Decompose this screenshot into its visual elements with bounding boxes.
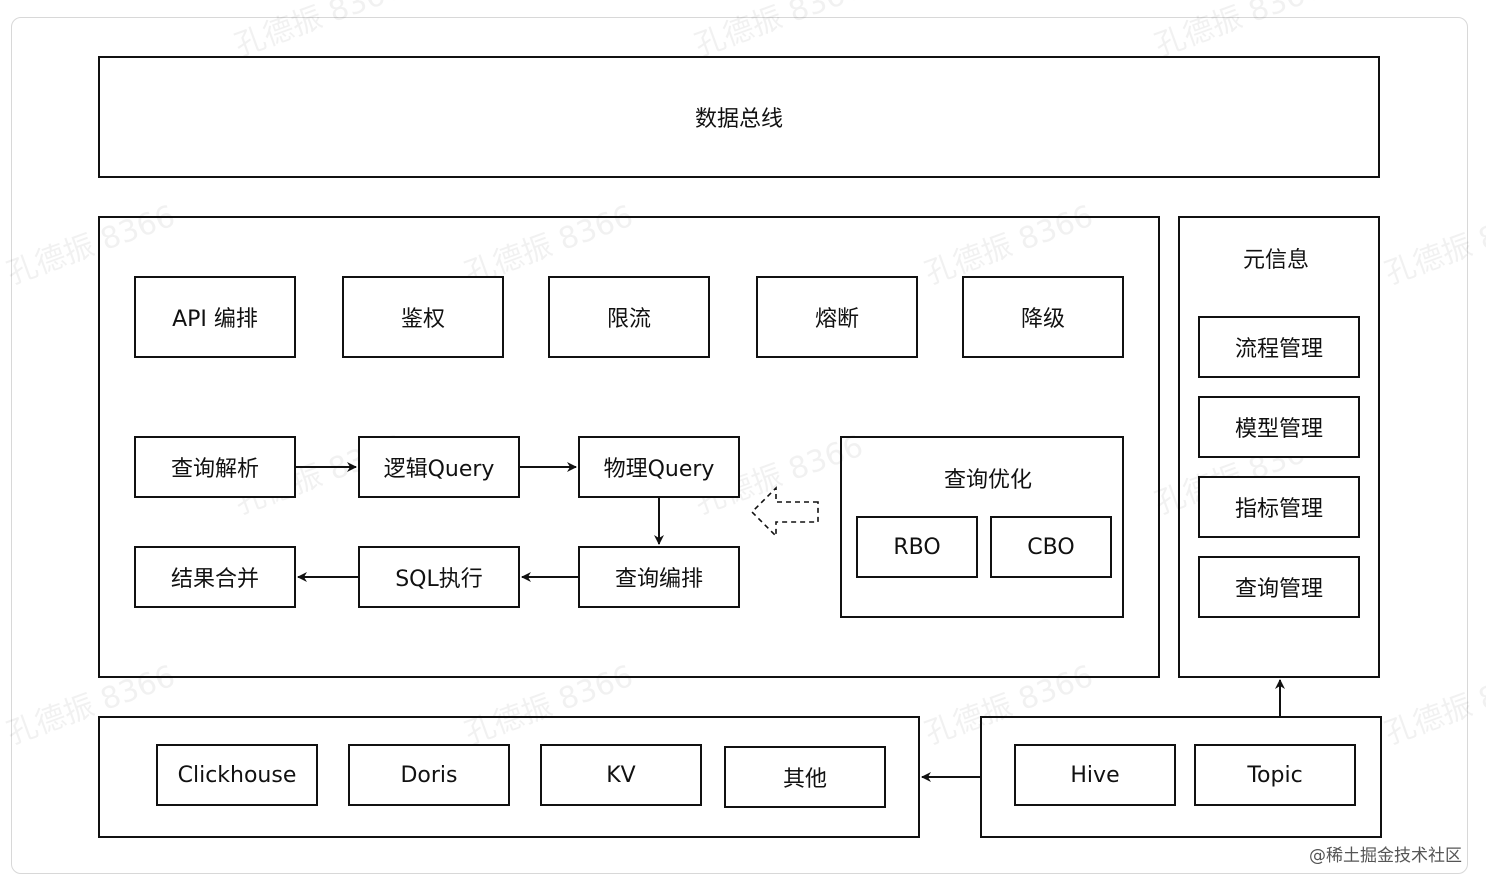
service-label: API 编排	[172, 307, 258, 332]
logical-query-box: 逻辑Query	[358, 436, 520, 498]
metadata-item-label: 流程管理	[1234, 337, 1323, 362]
metadata-item: 模型管理	[1198, 396, 1360, 458]
query-orchestration-box: 查询编排	[578, 546, 740, 608]
sql-execution-box: SQL执行	[358, 546, 520, 608]
diagram-frame	[11, 17, 1468, 874]
result-merge-label: 结果合并	[170, 567, 259, 592]
storage-item-label: KV	[606, 762, 636, 788]
service-label: 限流	[606, 307, 651, 332]
degrade-box: 降级	[962, 276, 1124, 358]
service-label: 熔断	[814, 307, 859, 332]
storage-item: 其他	[724, 746, 886, 808]
storage-item: KV	[540, 744, 702, 806]
rate-limit-box: 限流	[548, 276, 710, 358]
source-item: Hive	[1014, 744, 1176, 806]
service-label: 降级	[1020, 307, 1065, 332]
storage-container	[98, 716, 920, 838]
source-credit: @稀土掘金技术社区	[1309, 846, 1462, 866]
service-label: 鉴权	[400, 307, 445, 332]
query-orchestration-label: 查询编排	[614, 567, 703, 592]
storage-item: Clickhouse	[156, 744, 318, 806]
query-parse-box: 查询解析	[134, 436, 296, 498]
engine-container	[98, 216, 1160, 678]
auth-box: 鉴权	[342, 276, 504, 358]
logical-query-label: 逻辑Query	[383, 457, 495, 482]
rbo-label: RBO	[893, 534, 941, 560]
storage-item: Doris	[348, 744, 510, 806]
metadata-item: 流程管理	[1198, 316, 1360, 378]
metadata-item-label: 查询管理	[1234, 577, 1323, 602]
metadata-title: 元信息	[1242, 248, 1309, 273]
physical-query-box: 物理Query	[578, 436, 740, 498]
cbo-box: CBO	[990, 516, 1112, 578]
data-bus-label: 数据总线	[694, 107, 783, 132]
circuit-breaker-box: 熔断	[756, 276, 918, 358]
sql-execution-label: SQL执行	[395, 567, 483, 592]
data-bus-box: 数据总线	[98, 56, 1380, 178]
metadata-item: 指标管理	[1198, 476, 1360, 538]
metadata-item-label: 指标管理	[1234, 497, 1323, 522]
query-optimizer-title: 查询优化	[943, 468, 1032, 493]
metadata-container	[1178, 216, 1380, 678]
rbo-box: RBO	[856, 516, 978, 578]
sources-container	[980, 716, 1382, 838]
storage-item-label: Clickhouse	[177, 762, 297, 788]
metadata-item-label: 模型管理	[1234, 417, 1323, 442]
storage-item-label: 其他	[782, 767, 827, 792]
source-item-label: Topic	[1247, 762, 1303, 788]
metadata-item: 查询管理	[1198, 556, 1360, 618]
cbo-label: CBO	[1027, 534, 1075, 560]
source-item: Topic	[1194, 744, 1356, 806]
query-optimizer-container	[840, 436, 1124, 618]
query-parse-label: 查询解析	[170, 457, 259, 482]
storage-item-label: Doris	[400, 762, 458, 788]
api-orchestration-box: API 编排	[134, 276, 296, 358]
source-item-label: Hive	[1070, 762, 1120, 788]
result-merge-box: 结果合并	[134, 546, 296, 608]
physical-query-label: 物理Query	[603, 457, 715, 482]
